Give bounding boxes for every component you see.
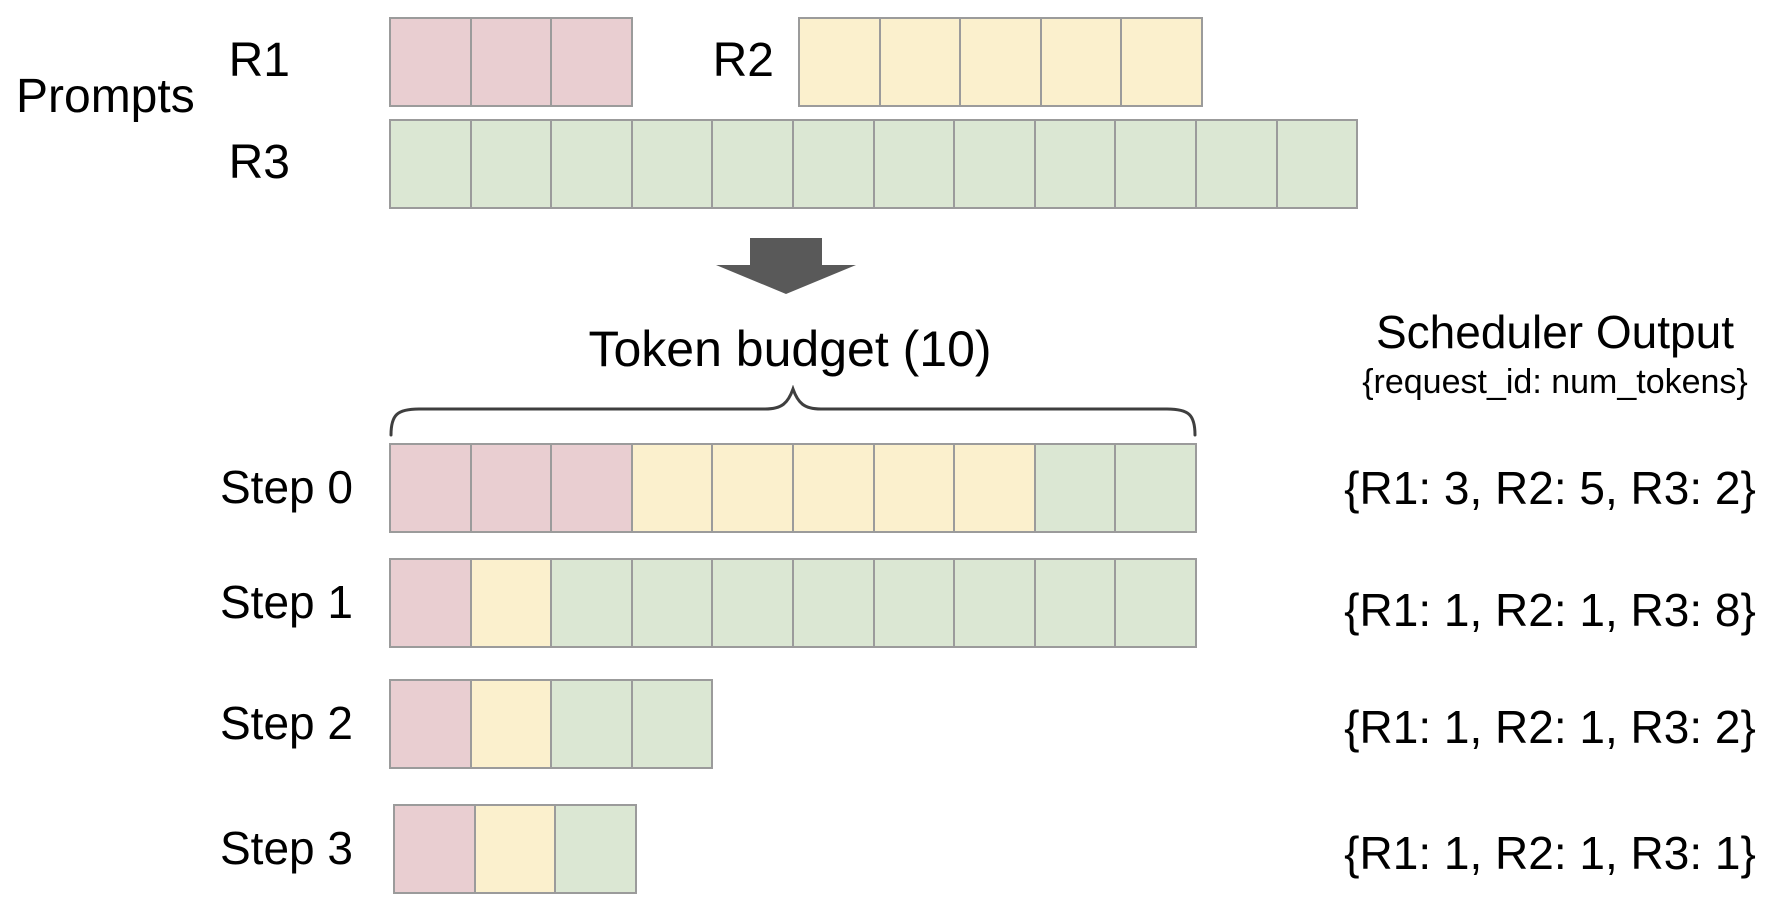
token-cell-r3 (1034, 120, 1116, 208)
token-cell-r1 (394, 805, 475, 893)
token-cell-r3 (551, 680, 632, 768)
token-cell-r2 (470, 559, 552, 647)
scheduler-output-subtitle: {request_id: num_tokens} (1362, 363, 1748, 401)
step-3-row (393, 804, 637, 894)
token-cell-r3 (631, 120, 713, 208)
request-r1-label: R1 (228, 34, 290, 87)
token-cell-r3 (954, 120, 1035, 208)
token-cell-r2 (1040, 18, 1122, 106)
step-0-label: Step 0 (220, 461, 353, 513)
token-cell-r3 (1115, 120, 1196, 208)
token-cell-r1 (390, 559, 471, 647)
token-cell-r2 (792, 444, 874, 532)
token-budget-brace (389, 384, 1197, 437)
token-cell-r3 (390, 120, 471, 208)
token-cell-r1 (390, 680, 471, 768)
token-cell-r3 (954, 559, 1035, 647)
token-budget-title: Token budget (10) (588, 321, 992, 377)
token-cell-r2 (470, 680, 552, 768)
token-cell-r3 (631, 559, 713, 647)
token-cell-r1 (390, 444, 471, 532)
token-cell-r3 (631, 680, 713, 768)
token-cell-r1 (390, 18, 471, 106)
scheduler-output-step-0: {R1: 3, R2: 5, R3: 2} (1344, 462, 1756, 514)
step-3-label: Step 3 (220, 822, 353, 874)
token-cell-r3 (712, 120, 793, 208)
step-2-label: Step 2 (220, 697, 353, 749)
step-0-row (389, 443, 1197, 533)
scheduler-output-step-2: {R1: 1, R2: 1, R3: 2} (1344, 701, 1756, 753)
token-cell-r3 (1034, 444, 1116, 532)
token-cell-r3 (873, 120, 955, 208)
down-arrow-icon (716, 238, 856, 294)
token-cell-r1 (551, 18, 632, 106)
token-cell-r3 (792, 120, 874, 208)
request-r3-label: R3 (228, 136, 290, 189)
token-cell-r2 (474, 805, 556, 893)
request-r2-label: R2 (712, 34, 774, 87)
token-cell-r3 (1115, 559, 1196, 647)
token-cell-r2 (1121, 18, 1202, 106)
token-cell-r2 (954, 444, 1035, 532)
prompt-row-r3 (389, 119, 1359, 209)
token-cell-r3 (551, 120, 632, 208)
token-cell-r3 (712, 559, 793, 647)
token-cell-r3 (1034, 559, 1116, 647)
scheduler-output-step-1: {R1: 1, R2: 1, R3: 8} (1344, 584, 1756, 636)
scheduler-output-title: Scheduler Output (1375, 306, 1734, 358)
token-cell-r2 (873, 444, 955, 532)
token-cell-r1 (551, 444, 632, 532)
token-cell-r1 (470, 18, 552, 106)
step-2-row (389, 679, 714, 769)
token-cell-r3 (555, 805, 636, 893)
token-cell-r2 (631, 444, 713, 532)
token-cell-r2 (799, 18, 880, 106)
token-cell-r3 (1195, 120, 1277, 208)
prompt-row-r2 (798, 17, 1203, 107)
token-cell-r1 (470, 444, 552, 532)
token-cell-r3 (551, 559, 632, 647)
token-cell-r3 (1115, 444, 1196, 532)
step-1-label: Step 1 (220, 576, 353, 628)
scheduler-output-step-3: {R1: 1, R2: 1, R3: 1} (1344, 827, 1756, 879)
token-cell-r2 (879, 18, 961, 106)
token-cell-r3 (873, 559, 955, 647)
prompt-row-r1 (389, 17, 633, 107)
token-cell-r2 (712, 444, 793, 532)
token-cell-r3 (1276, 120, 1358, 208)
token-cell-r3 (792, 559, 874, 647)
step-1-row (389, 558, 1197, 648)
token-cell-r2 (960, 18, 1041, 106)
prompts-label: Prompts (16, 70, 195, 123)
token-cell-r3 (470, 120, 552, 208)
